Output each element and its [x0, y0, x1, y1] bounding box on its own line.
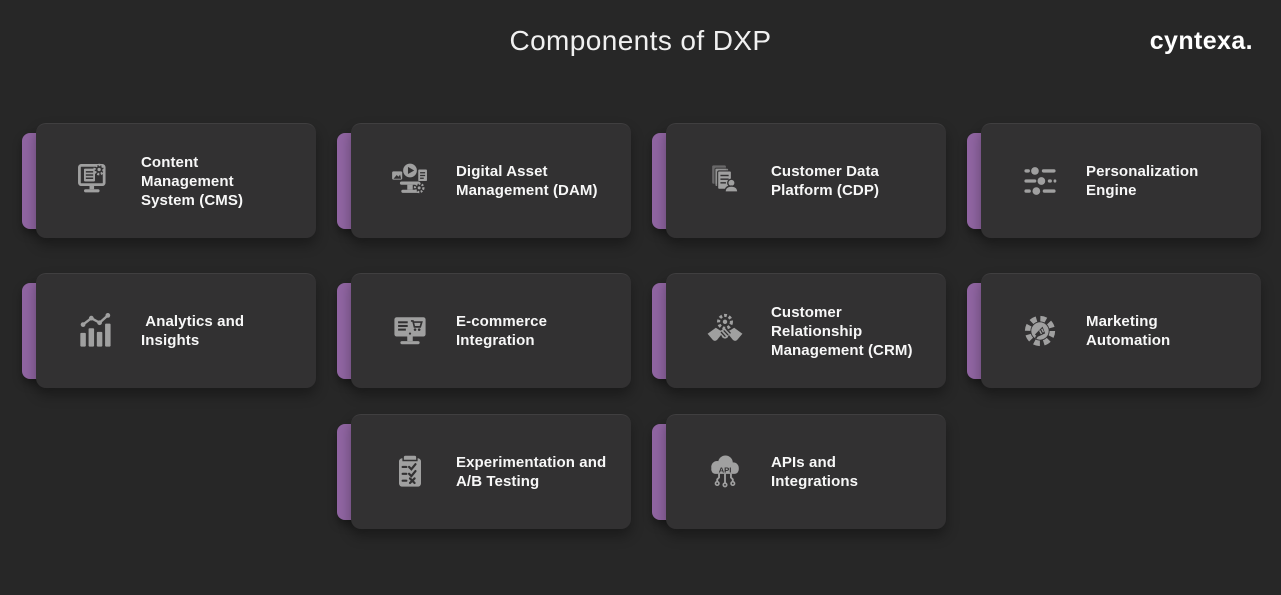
card-personalization: Personalization Engine [967, 123, 1261, 238]
card-label: APIs and Integrations [771, 454, 859, 490]
grid-row-1: Content Management System (CMS) [22, 123, 1281, 238]
sliders-icon [1018, 159, 1062, 203]
media-assets-monitor-icon [388, 159, 432, 203]
component-card: Marketing Automation [981, 273, 1261, 388]
card-label: Digital Asset Management (DAM) [456, 163, 598, 199]
cyntexa-logo: cyntexa. [1149, 27, 1253, 55]
component-card: Customer Data Platform (CDP) [666, 123, 946, 238]
card-label: Analytics and Insights [141, 313, 245, 349]
component-card: Analytics and Insights [36, 273, 316, 388]
card-label: E-commerce Integration [456, 313, 548, 349]
cms-monitor-document-gear-icon [73, 159, 117, 203]
page-title: Components of DXP [509, 25, 772, 56]
card-label: Customer Data Platform (CDP) [771, 163, 880, 199]
card-label: Content Management System (CMS) [141, 153, 244, 209]
component-card: Customer Relationship Management (CRM) [666, 273, 946, 388]
documents-person-icon [703, 159, 747, 203]
card-analytics: Analytics and Insights [22, 273, 316, 388]
components-grid: Content Management System (CMS) [0, 123, 1281, 529]
monitor-shopping-cart-icon [388, 309, 432, 353]
component-card: Experimentation and A/B Testing [351, 414, 631, 529]
card-experimentation: Experimentation and A/B Testing [337, 414, 631, 529]
grid-row-3: Experimentation and A/B Testing API [337, 414, 1281, 529]
card-marketing-automation: Marketing Automation [967, 273, 1261, 388]
gear-megaphone-icon [1018, 309, 1062, 353]
component-card: Personalization Engine [981, 123, 1261, 238]
gear-handshake-icon [703, 309, 747, 353]
card-ecommerce: E-commerce Integration [337, 273, 631, 388]
card-label: Experimentation and A/B Testing [456, 454, 607, 490]
card-crm: Customer Relationship Management (CRM) [652, 273, 946, 388]
card-label: Customer Relationship Management (CRM) [771, 303, 913, 359]
card-apis: API APIs and Integrations [652, 414, 946, 529]
component-card: Content Management System (CMS) [36, 123, 316, 238]
bar-chart-trend-icon [73, 309, 117, 353]
component-card: E-commerce Integration [351, 273, 631, 388]
api-cloud-icon: API [703, 450, 747, 494]
card-cms: Content Management System (CMS) [22, 123, 316, 238]
grid-row-2: Analytics and Insights [22, 273, 1281, 388]
card-dam: Digital Asset Management (DAM) [337, 123, 631, 238]
card-label: Marketing Automation [1086, 313, 1171, 349]
component-card: Digital Asset Management (DAM) [351, 123, 631, 238]
svg-text:API: API [719, 465, 732, 474]
clipboard-checklist-icon [388, 450, 432, 494]
card-label: Personalization Engine [1086, 163, 1199, 199]
card-cdp: Customer Data Platform (CDP) [652, 123, 946, 238]
component-card: API APIs and Integrations [666, 414, 946, 529]
